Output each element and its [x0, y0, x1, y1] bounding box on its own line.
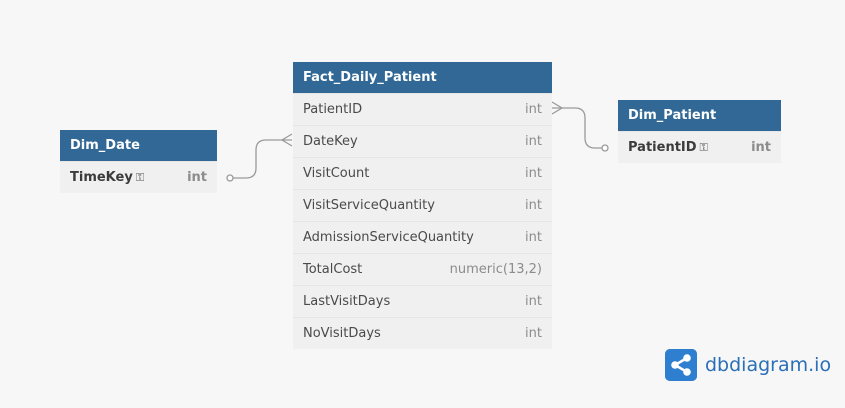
- column-row[interactable]: PatientID⚿ int: [618, 131, 781, 163]
- link-patientid-many-end: [551, 101, 564, 115]
- brand-name: dbdiagram.io: [705, 354, 832, 376]
- column-name: LastVisitDays: [303, 294, 391, 309]
- column-row[interactable]: AdmissionServiceQuantity int: [293, 221, 552, 253]
- link-patientid-one-end: [601, 144, 609, 152]
- table-header[interactable]: Fact_Daily_Patient: [293, 62, 552, 93]
- column-name: VisitCount: [303, 166, 370, 181]
- column-name: TotalCost: [303, 262, 363, 277]
- table-dim-date[interactable]: Dim_Date TimeKey⚿ int: [60, 130, 217, 193]
- column-row[interactable]: LastVisitDays int: [293, 285, 552, 317]
- column-row[interactable]: DateKey int: [293, 125, 552, 157]
- link-datekey-many-end: [280, 133, 293, 147]
- table-dim-patient[interactable]: Dim_Patient PatientID⚿ int: [618, 100, 781, 163]
- link-datekey-one-end: [226, 174, 234, 182]
- link-patientid[interactable]: [552, 107, 605, 149]
- column-name: TimeKey: [70, 170, 133, 185]
- column-type: int: [525, 230, 542, 245]
- column-type: int: [525, 326, 542, 341]
- column-type: int: [525, 198, 542, 213]
- key-icon: ⚿: [135, 171, 145, 184]
- column-type: int: [751, 140, 771, 155]
- column-name: PatientID: [628, 140, 697, 155]
- column-row[interactable]: TotalCost numeric(13,2): [293, 253, 552, 285]
- column-row[interactable]: PatientID int: [293, 93, 552, 125]
- table-fact-daily-patient[interactable]: Fact_Daily_Patient PatientID int DateKey…: [293, 62, 552, 349]
- column-row[interactable]: VisitServiceQuantity int: [293, 189, 552, 221]
- column-name: PatientID: [303, 102, 363, 117]
- column-row[interactable]: VisitCount int: [293, 157, 552, 189]
- column-type: int: [525, 294, 542, 309]
- column-type: int: [525, 102, 542, 117]
- column-type: int: [525, 166, 542, 181]
- column-name: DateKey: [303, 134, 358, 149]
- table-header[interactable]: Dim_Patient: [618, 100, 781, 131]
- column-name: NoVisitDays: [303, 326, 381, 341]
- key-icon: ⚿: [699, 141, 708, 154]
- table-header[interactable]: Dim_Date: [60, 130, 217, 161]
- brand-logo[interactable]: dbdiagram.io: [665, 349, 831, 381]
- column-name: AdmissionServiceQuantity: [303, 230, 474, 245]
- link-datekey-timekey[interactable]: [230, 139, 292, 179]
- column-row[interactable]: TimeKey⚿ int: [60, 161, 217, 193]
- column-type: int: [525, 134, 542, 149]
- column-name: VisitServiceQuantity: [303, 198, 435, 213]
- column-type: int: [187, 170, 207, 185]
- column-row[interactable]: NoVisitDays int: [293, 317, 552, 349]
- column-type: numeric(13,2): [449, 262, 542, 277]
- share-nodes-icon: [665, 349, 697, 381]
